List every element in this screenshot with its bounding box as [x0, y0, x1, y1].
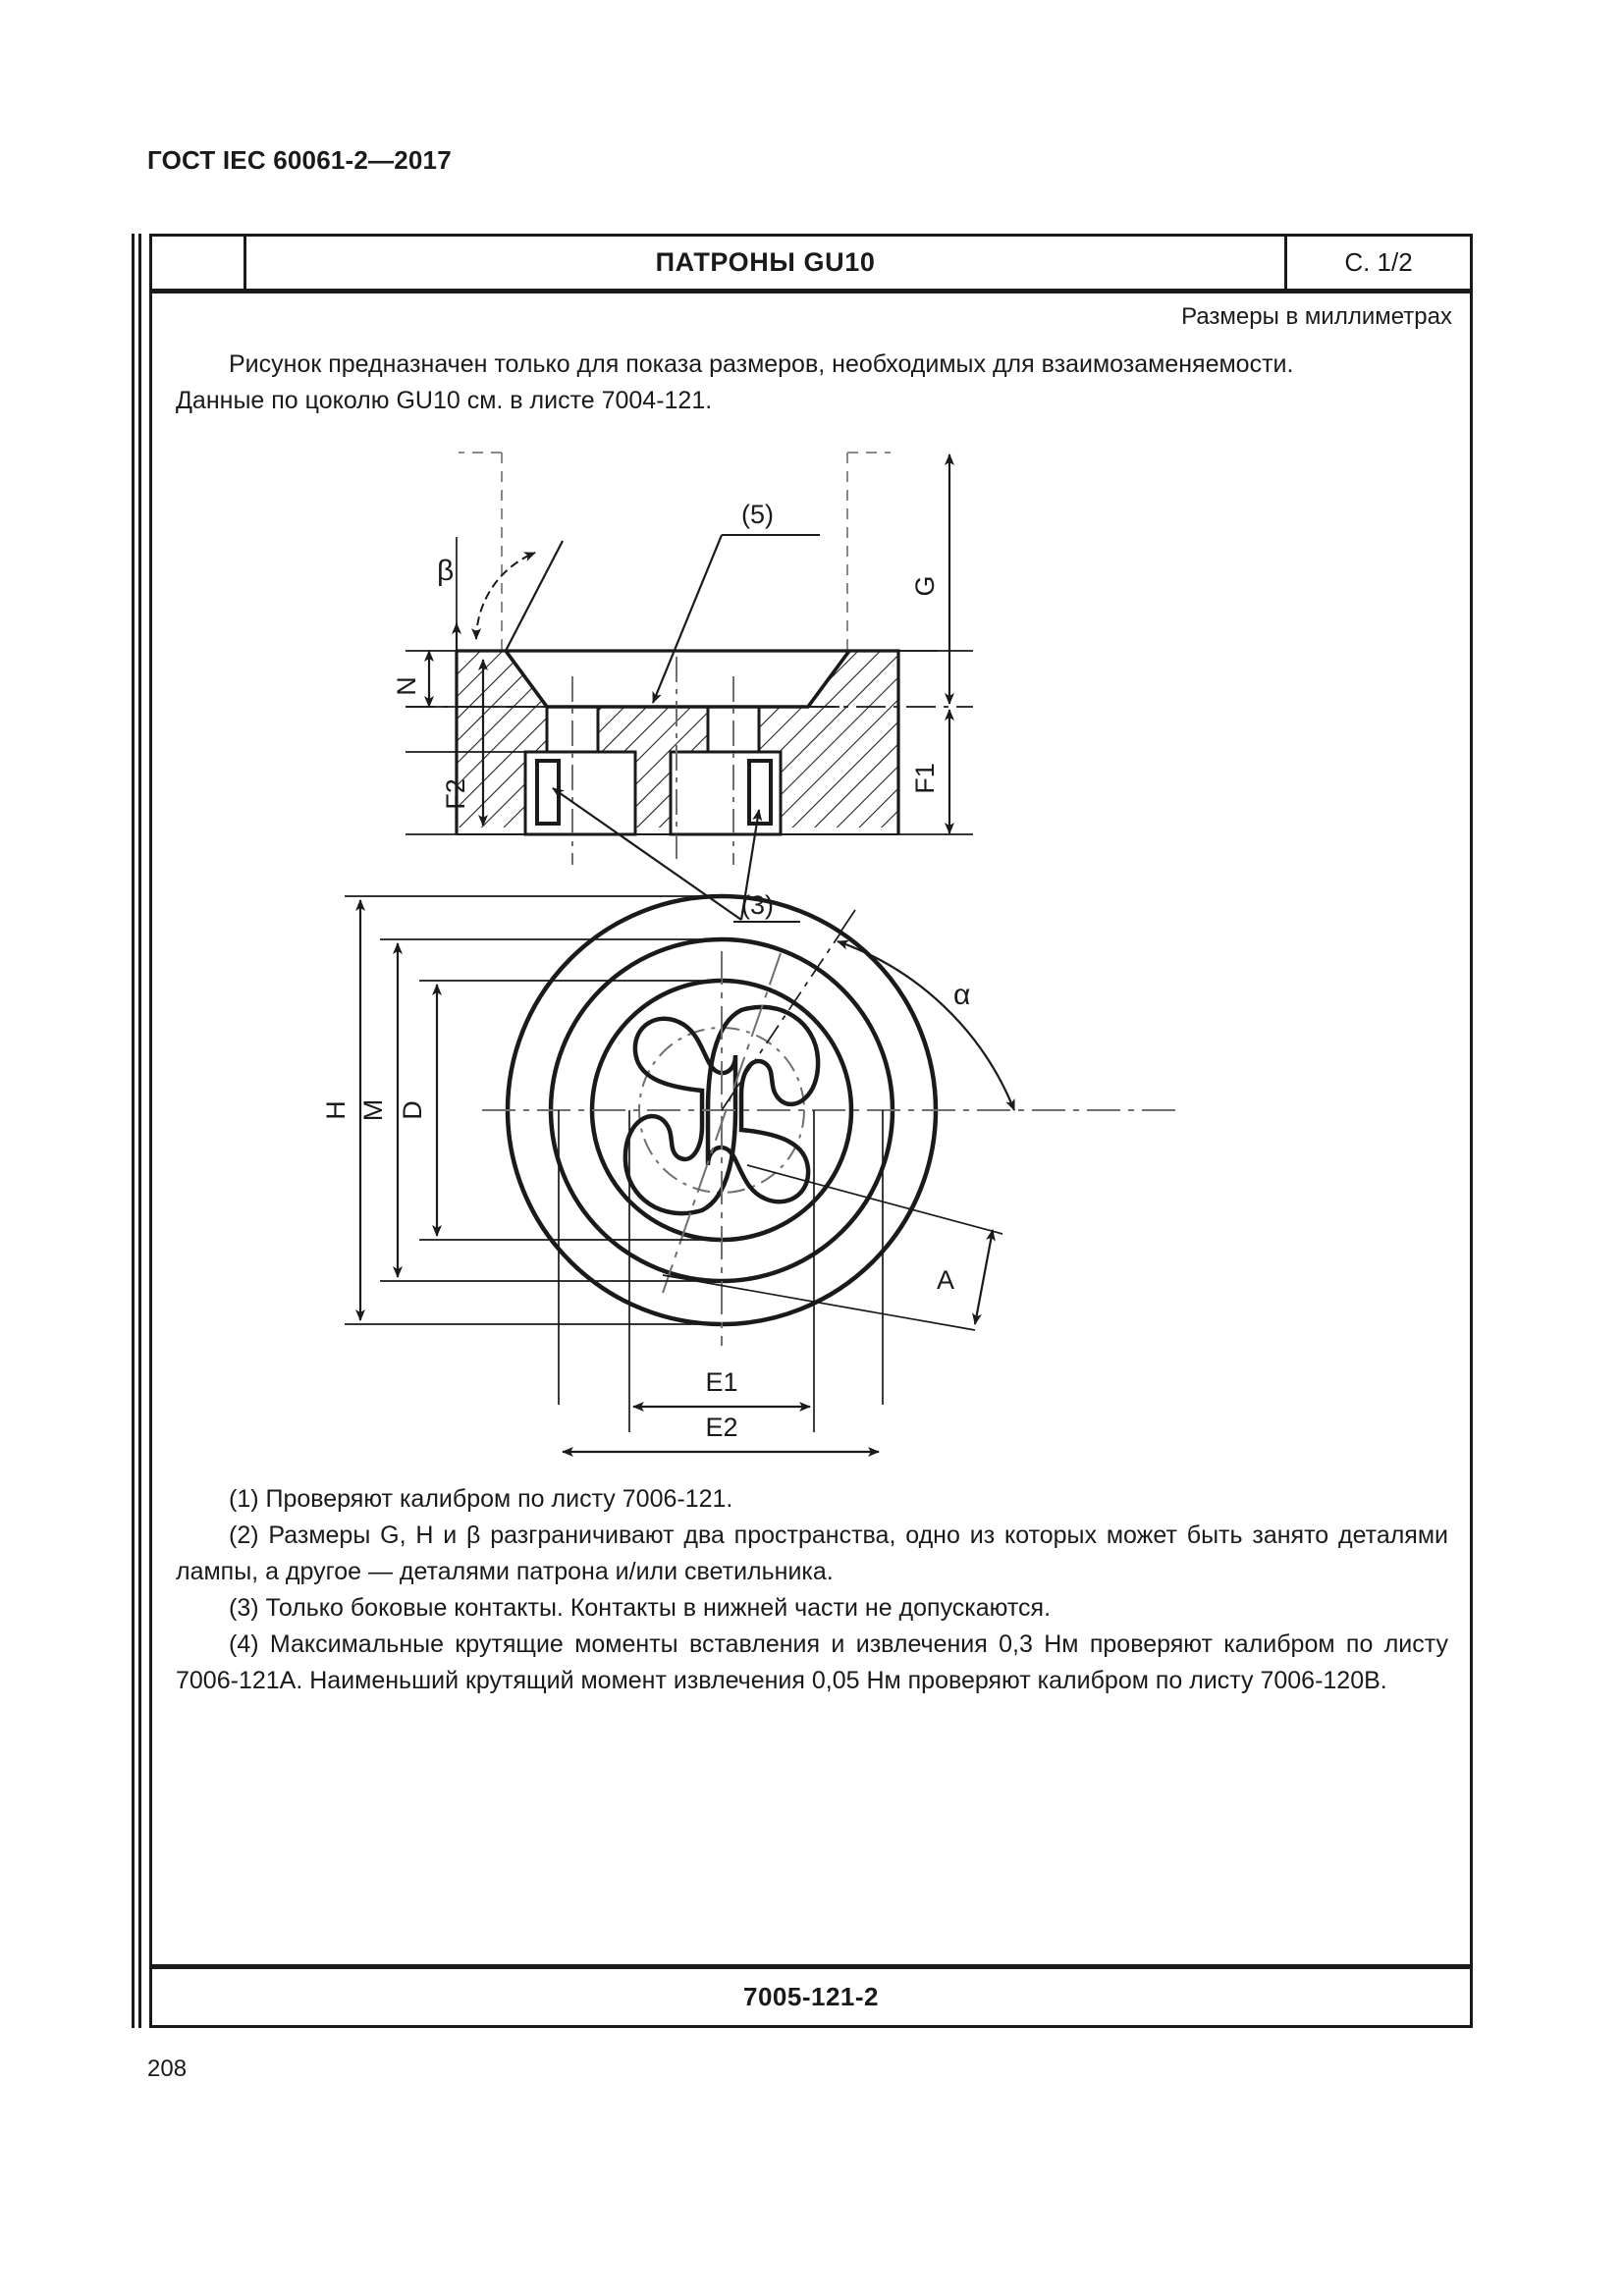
sheet-number: 7005-121-2	[743, 1982, 879, 2011]
section-extension-lines	[406, 650, 973, 835]
label-N: N	[392, 676, 421, 696]
label-A: A	[937, 1265, 954, 1295]
dimension-E2: E2	[562, 1413, 880, 1457]
callout-5: (5)	[651, 500, 820, 704]
section-view: N F2 G F1	[392, 452, 973, 923]
label-callout-5: (5)	[741, 500, 774, 529]
label-M: M	[358, 1099, 388, 1122]
notes-block: (1) Проверяют калибром по листу 7006-121…	[176, 1481, 1448, 1699]
running-head: ГОСТ IEC 60061-2—2017	[147, 145, 452, 175]
keyhole-slot-lower	[623, 1016, 738, 1216]
label-F2: F2	[441, 778, 470, 810]
label-E2: E2	[705, 1413, 737, 1442]
dimension-alpha: α	[721, 909, 1016, 1111]
intro-paragraph: Рисунок предназначен только для показа р…	[176, 347, 1448, 419]
side-contact-left	[535, 759, 561, 826]
side-contact-right	[747, 759, 773, 826]
intro-line-1: Рисунок предназначен только для показа р…	[229, 350, 1294, 378]
dimension-A-extension	[662, 1164, 1003, 1331]
units-note: Размеры в миллиметрах	[1181, 303, 1452, 330]
header-blank-cell	[152, 237, 246, 289]
plan-view: H M D E1	[321, 893, 1183, 1457]
dimension-F1: F1	[910, 709, 954, 834]
plan-extension-lines	[345, 895, 884, 1432]
note-3: (3) Только боковые контакты. Контакты в …	[229, 1594, 1052, 1622]
spine-rule-outer	[132, 234, 135, 2028]
spine-rule-inner	[138, 234, 141, 2028]
dimension-F2: F2	[441, 659, 488, 827]
label-callout-3: (3)	[741, 890, 774, 920]
label-D: D	[398, 1100, 427, 1120]
label-F1: F1	[910, 763, 940, 794]
dimension-E1: E1	[632, 1367, 811, 1412]
sheet-header-row: ПАТРОНЫ GU10 С. 1/2	[152, 237, 1470, 294]
label-H: H	[321, 1100, 351, 1120]
label-alpha: α	[953, 979, 970, 1011]
note-2: (2) Размеры G, H и β разграничивают два …	[176, 1522, 1448, 1585]
sheet-number-row: 7005-121-2	[152, 1964, 1470, 2025]
label-E1: E1	[705, 1367, 737, 1397]
technical-drawing: N F2 G F1	[152, 423, 1476, 1473]
intro-line-2: Данные по цоколю GU10 см. в листе 7004-1…	[176, 387, 713, 414]
dimension-G: G	[910, 454, 954, 705]
note-1: (1) Проверяют калибром по листу 7006-121…	[229, 1485, 733, 1513]
dimension-A: A	[662, 1164, 1003, 1331]
note-4: (4) Максимальные крутящие моменты вставл…	[176, 1630, 1448, 1694]
label-beta: β	[437, 555, 454, 587]
sheet-page-ref: С. 1/2	[1344, 247, 1413, 277]
dimension-N: N	[392, 650, 434, 708]
dimension-D: D	[398, 984, 442, 1237]
dimension-M: M	[358, 942, 403, 1278]
section-envelope-lines	[459, 452, 891, 651]
sheet-title: ПАТРОНЫ GU10	[246, 237, 1287, 289]
section-centre-lines	[571, 657, 734, 865]
page-folio: 208	[147, 2056, 188, 2082]
keyhole-slot-upper	[705, 1004, 821, 1204]
data-sheet-frame: ПАТРОНЫ GU10 С. 1/2 Размеры в миллиметра…	[149, 234, 1473, 2028]
spine-double-rule	[132, 234, 141, 2028]
plan-centre-lines	[482, 951, 1183, 1346]
drawing-canvas: N F2 G F1	[321, 452, 1183, 1457]
section-slot-walls	[545, 707, 761, 752]
label-G: G	[910, 575, 940, 596]
dimension-beta: β	[437, 537, 564, 652]
dimension-H: H	[321, 899, 365, 1321]
